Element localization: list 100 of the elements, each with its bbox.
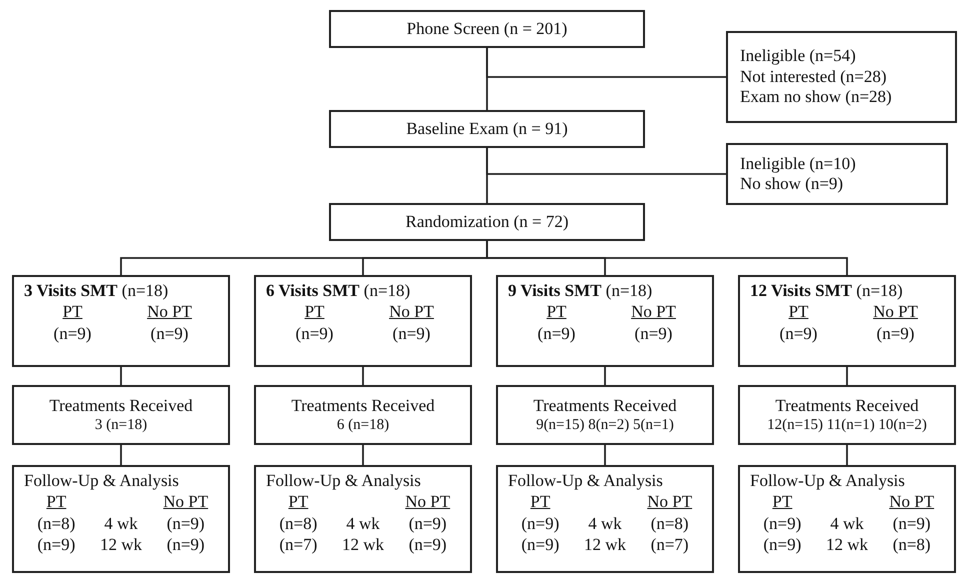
box-heading: Treatments Received [775,396,919,416]
box-heading: 6 Visits SMT (n=18) [266,281,410,302]
box-text: (n=9) [408,535,447,556]
box-text: (n=9) [763,535,802,556]
box-heading: Treatments Received [291,396,435,416]
process-box [254,275,472,367]
box-text: 12(n=15) 11(n=1) 10(n=2) [767,416,927,434]
box-text: 12 wk [100,535,142,556]
box-text: (n=9) [763,514,802,534]
connector-line [846,445,848,465]
box-text: (n=9) [150,324,188,344]
connector-line [604,445,606,465]
box-text: No PT [389,302,434,323]
box-text: No PT [631,302,676,323]
box-text: (n=7) [650,535,689,556]
process-box [329,10,645,48]
process-box [12,465,230,573]
box-text: PT [530,492,550,513]
box-heading: 12 Visits SMT (n=18) [750,281,903,302]
process-box [726,143,948,205]
box-heading: Follow-Up & Analysis [508,471,663,492]
box-text: (n=9) [521,535,560,556]
box-text: 4 wk [588,514,622,534]
process-box [254,465,472,573]
box-text: PT [304,302,324,323]
box-text: (n=7) [279,535,318,556]
box-text: 12 wk [342,535,384,556]
process-box [726,31,957,123]
box-heading: Phone Screen (n = 201) [406,18,568,40]
connector-line [486,148,726,175]
box-text: 3 (n=18) [94,416,148,434]
box-heading: 3 Visits SMT (n=18) [24,281,168,302]
box-text: (n=9) [538,324,576,344]
connector-line [486,241,848,275]
connector-line [846,367,848,385]
box-text: (n=9) [166,535,205,556]
box-text: (n=9) [54,324,92,344]
box-text: Ineligible (n=10) [740,154,857,174]
box-text: No PT [647,492,692,513]
box-heading: Treatments Received [49,396,193,416]
box-text: 4 wk [830,514,864,534]
box-text: (n=9) [892,514,931,534]
box-text: (n=9) [780,324,818,344]
box-text: No show (n=9) [740,174,844,194]
box-heading: 9 Visits SMT (n=18) [508,281,652,302]
box-text: PT [788,302,808,323]
box-text: PT [62,302,82,323]
process-box [329,203,645,241]
box-text: 6 (n=18) [336,416,390,434]
box-text: No PT [147,302,192,323]
box-text: (n=9) [408,514,447,534]
box-text: (n=8) [37,514,76,534]
box-text: (n=9) [37,535,76,556]
box-text: (n=8) [279,514,318,534]
box-heading: Treatments Received [533,396,677,416]
connector-line [362,445,364,465]
box-text: PT [772,492,792,513]
connector-line [604,367,606,385]
box-text: 4 wk [346,514,380,534]
box-text: (n=9) [876,324,914,344]
box-text: (n=8) [892,535,931,556]
box-text: 9(n=15) 8(n=2) 5(n=1) [536,416,674,434]
process-box [496,275,714,367]
box-text: Exam no show (n=28) [740,87,893,108]
process-box [12,275,230,367]
process-box [496,465,714,573]
process-box [329,110,645,148]
process-box [12,385,230,445]
box-text: (n=9) [521,514,560,534]
box-text: No PT [405,492,450,513]
box-text: (n=9) [634,324,672,344]
box-text: (n=8) [650,514,689,534]
box-heading: Baseline Exam (n = 91) [406,118,568,140]
box-text: (n=9) [296,324,334,344]
box-text: Ineligible (n=54) [740,46,857,67]
connector-line [120,445,122,465]
box-text: 12 wk [584,535,626,556]
box-text: 4 wk [104,514,138,534]
box-text: No PT [163,492,208,513]
process-box [496,385,714,445]
process-box [254,385,472,445]
connector-line [362,367,364,385]
box-heading: Follow-Up & Analysis [750,471,905,492]
process-box [738,385,956,445]
box-text: 12 wk [826,535,868,556]
process-box [738,465,956,573]
process-box [738,275,956,367]
connector-line [486,48,726,78]
box-heading: Follow-Up & Analysis [266,471,421,492]
box-text: No PT [873,302,918,323]
box-text: (n=9) [166,514,205,534]
box-text: (n=9) [392,324,430,344]
box-text: PT [546,302,566,323]
box-text: PT [288,492,308,513]
box-text: PT [46,492,66,513]
box-heading: Follow-Up & Analysis [24,471,179,492]
box-text: No PT [889,492,934,513]
box-text: Not interested (n=28) [740,66,888,88]
connector-line [120,367,122,385]
box-heading: Randomization (n = 72) [405,212,569,232]
